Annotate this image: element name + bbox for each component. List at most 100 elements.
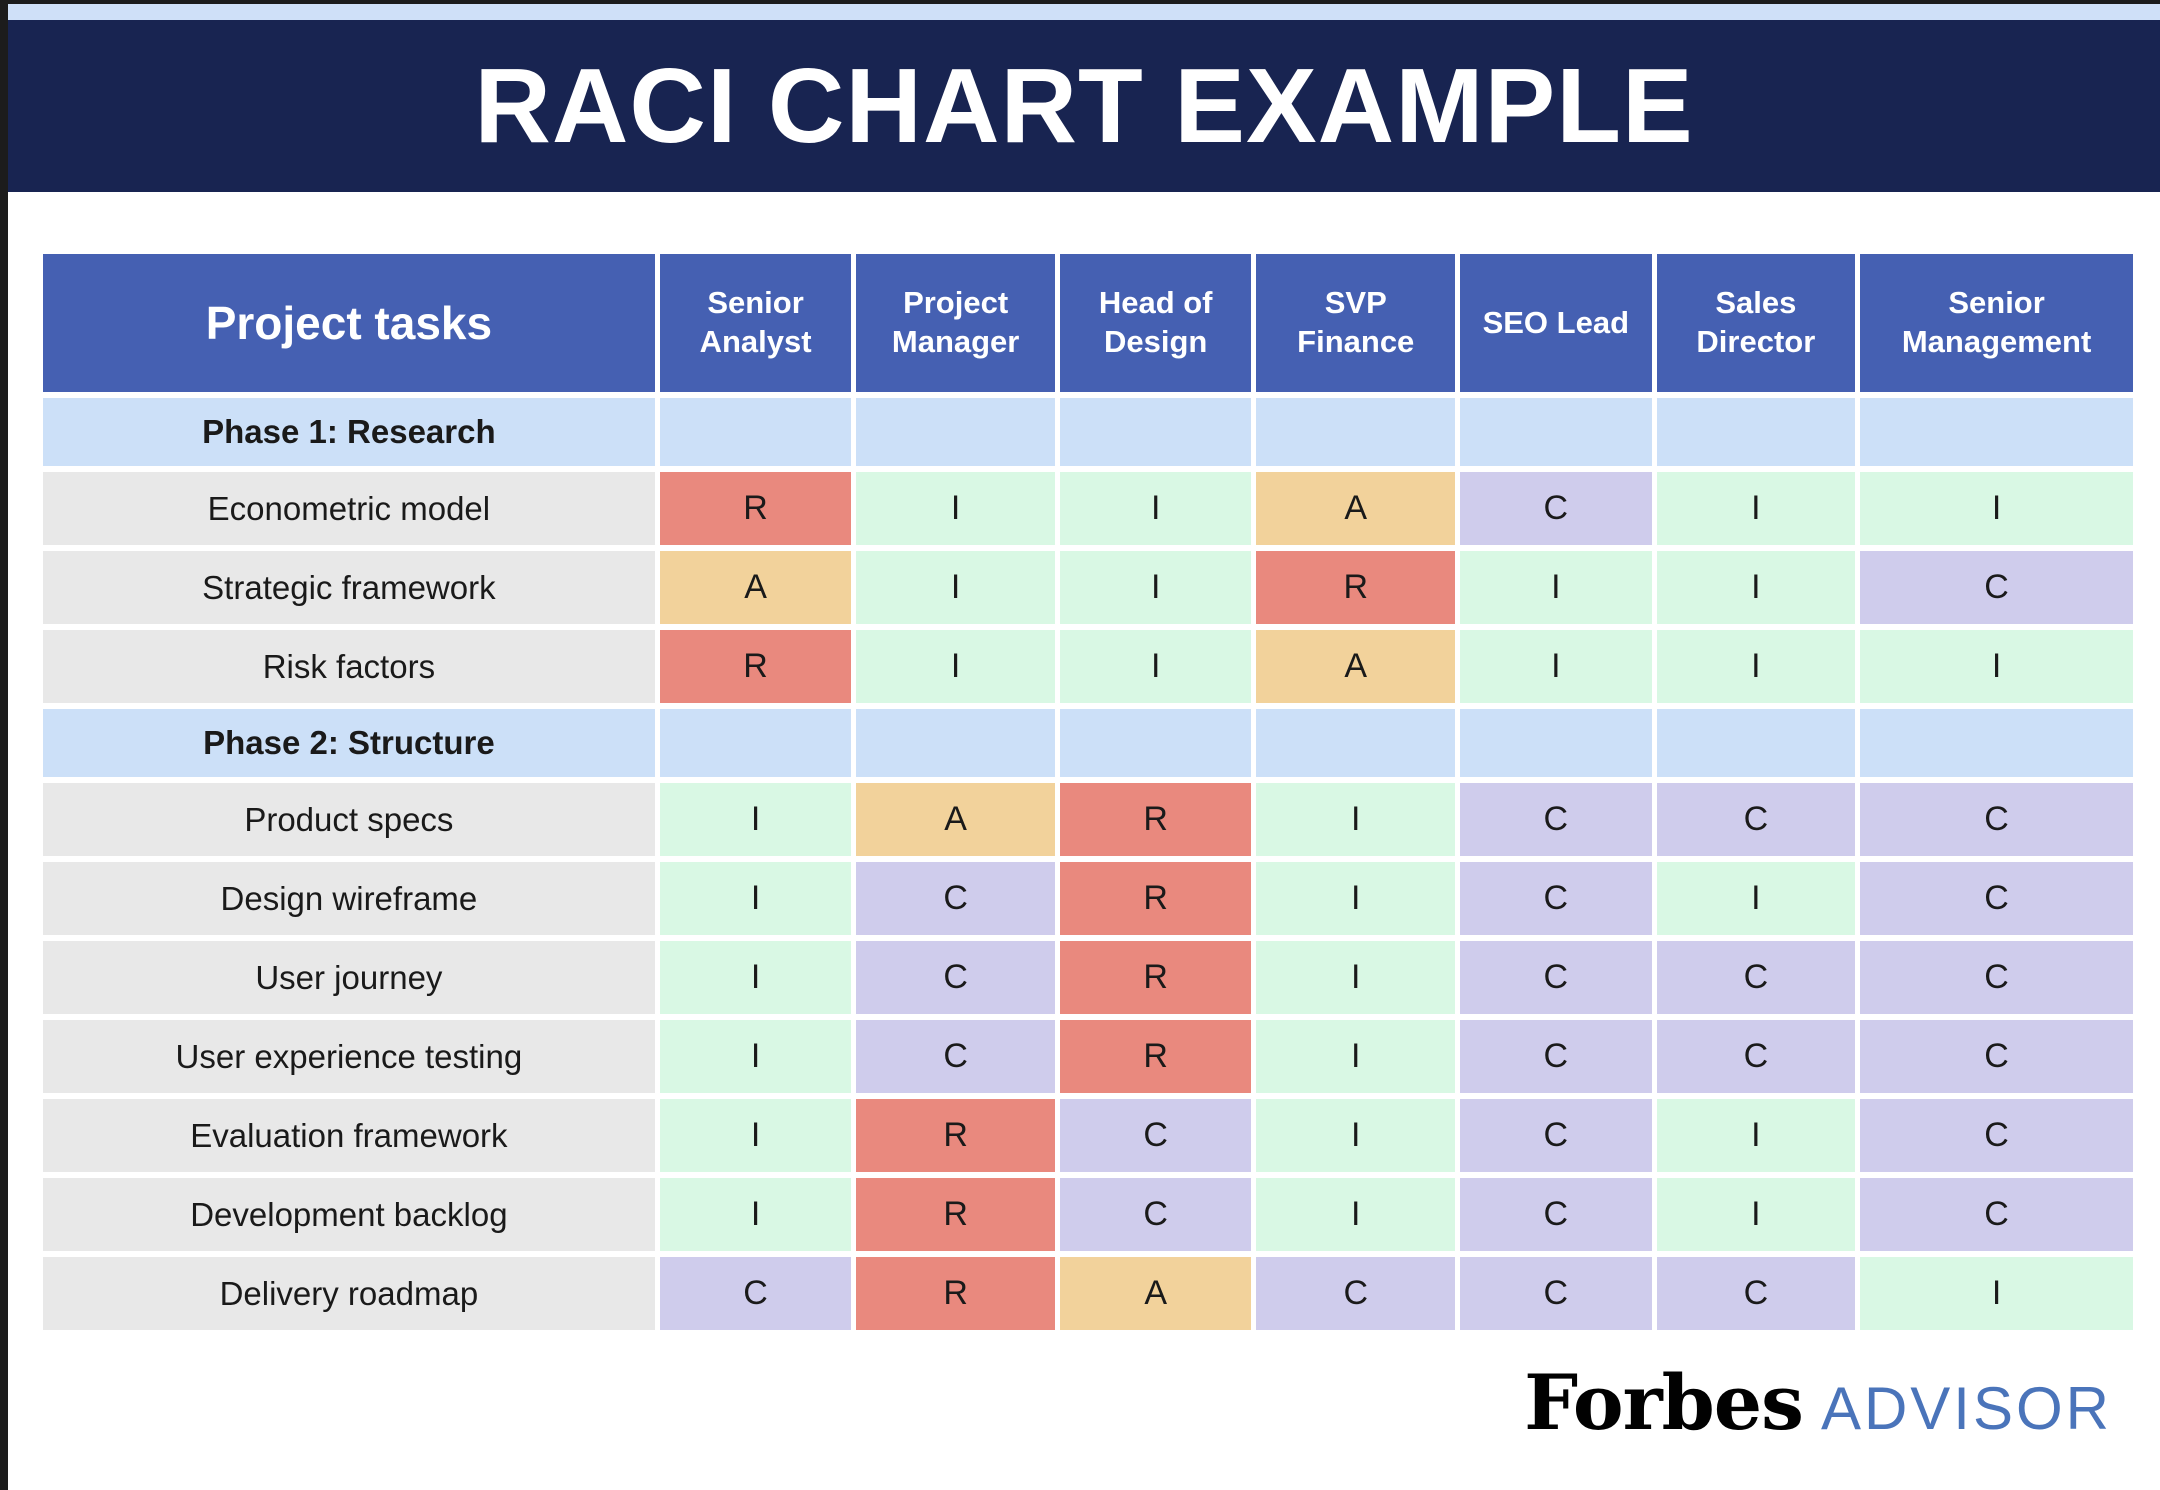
raci-cell-C: C (659, 1257, 852, 1330)
raci-cell-C: C (856, 862, 1055, 935)
raci-cell-C: C (1860, 862, 2133, 935)
raci-cell-I: I (1656, 472, 1856, 545)
phase-spacer-cell (1256, 398, 1456, 466)
raci-cell-C: C (1460, 1099, 1652, 1172)
raci-cell-I: I (1256, 941, 1456, 1014)
raci-cell-I: I (1256, 1099, 1456, 1172)
raci-cell-A: A (1256, 472, 1456, 545)
raci-cell-I: I (659, 1020, 852, 1093)
raci-cell-C: C (1656, 783, 1856, 856)
role-column-header: Senior Management (1860, 254, 2133, 392)
phase-spacer-cell (1860, 398, 2133, 466)
raci-cell-C: C (1460, 1020, 1652, 1093)
phase-spacer-cell (1656, 709, 1856, 777)
raci-cell-R: R (1059, 1020, 1252, 1093)
page-title: RACI CHART EXAMPLE (474, 46, 1694, 165)
phase-spacer-cell (1059, 398, 1252, 466)
raci-cell-I: I (1256, 862, 1456, 935)
forbes-logo: Forbes (1524, 1358, 1804, 1447)
raci-cell-I: I (659, 1099, 852, 1172)
raci-cell-I: I (1860, 630, 2133, 703)
raci-cell-C: C (1860, 1099, 2133, 1172)
raci-cell-R: R (1059, 862, 1252, 935)
raci-cell-C: C (856, 941, 1055, 1014)
role-column-header: Head of Design (1059, 254, 1252, 392)
raci-cell-A: A (856, 783, 1055, 856)
raci-cell-I: I (1460, 630, 1652, 703)
raci-cell-I: I (659, 1178, 852, 1251)
raci-cell-C: C (1460, 472, 1652, 545)
raci-cell-I: I (1059, 630, 1252, 703)
task-label: Design wireframe (43, 862, 655, 935)
raci-cell-I: I (1656, 862, 1856, 935)
top-accent-strip (8, 4, 2160, 20)
raci-cell-I: I (1860, 472, 2133, 545)
task-label: Delivery roadmap (43, 1257, 655, 1330)
phase-spacer-cell (1656, 398, 1856, 466)
task-label: Development backlog (43, 1178, 655, 1251)
raci-cell-C: C (856, 1020, 1055, 1093)
raci-cell-I: I (1860, 1257, 2133, 1330)
raci-cell-I: I (1059, 551, 1252, 624)
raci-cell-I: I (856, 551, 1055, 624)
raci-cell-R: R (659, 472, 852, 545)
raci-cell-A: A (1059, 1257, 1252, 1330)
role-column-header: Sales Director (1656, 254, 1856, 392)
phase-spacer-cell (856, 709, 1055, 777)
raci-cell-R: R (1256, 551, 1456, 624)
role-column-header: SEO Lead (1460, 254, 1652, 392)
task-column-header: Project tasks (43, 254, 655, 392)
raci-cell-R: R (856, 1178, 1055, 1251)
role-column-header: SVP Finance (1256, 254, 1456, 392)
phase-label: Phase 2: Structure (43, 709, 655, 777)
raci-cell-C: C (1059, 1178, 1252, 1251)
phase-spacer-cell (1059, 709, 1252, 777)
phase-spacer-cell (1860, 709, 2133, 777)
task-label: Strategic framework (43, 551, 655, 624)
task-label: User journey (43, 941, 655, 1014)
phase-row: Phase 2: Structure (43, 709, 2133, 777)
raci-cell-I: I (1460, 551, 1652, 624)
raci-cell-I: I (1656, 1099, 1856, 1172)
raci-cell-C: C (1059, 1099, 1252, 1172)
raci-cell-C: C (1656, 1257, 1856, 1330)
phase-spacer-cell (856, 398, 1055, 466)
raci-cell-C: C (1860, 941, 2133, 1014)
task-label: Econometric model (43, 472, 655, 545)
task-label: Product specs (43, 783, 655, 856)
task-label: User experience testing (43, 1020, 655, 1093)
raci-cell-I: I (659, 783, 852, 856)
raci-cell-C: C (1860, 1020, 2133, 1093)
raci-cell-R: R (1059, 941, 1252, 1014)
raci-cell-C: C (1656, 1020, 1856, 1093)
phase-label: Phase 1: Research (43, 398, 655, 466)
raci-cell-R: R (856, 1099, 1055, 1172)
raci-cell-C: C (1860, 551, 2133, 624)
raci-cell-C: C (1460, 862, 1652, 935)
raci-cell-I: I (1256, 1020, 1456, 1093)
task-label: Evaluation framework (43, 1099, 655, 1172)
raci-cell-I: I (1656, 551, 1856, 624)
raci-cell-C: C (1460, 941, 1652, 1014)
raci-cell-I: I (856, 472, 1055, 545)
phase-spacer-cell (1256, 709, 1456, 777)
raci-cell-I: I (1656, 630, 1856, 703)
title-banner: RACI CHART EXAMPLE (8, 20, 2160, 192)
raci-cell-I: I (1059, 472, 1252, 545)
raci-cell-C: C (1256, 1257, 1456, 1330)
raci-cell-R: R (1059, 783, 1252, 856)
phase-spacer-cell (1460, 709, 1652, 777)
